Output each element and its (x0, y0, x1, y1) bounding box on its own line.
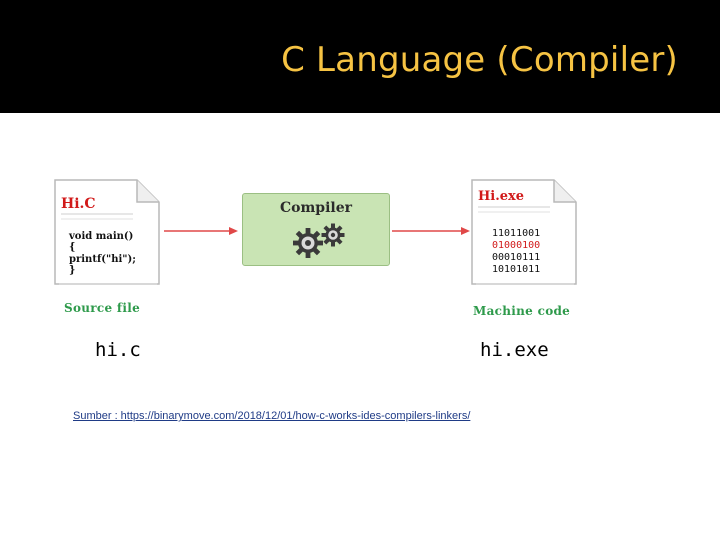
source-file-icon: Hi.C void main() { printf("hi"); } (54, 179, 160, 285)
code-line: printf("hi"); (69, 254, 136, 265)
code-line: { (69, 242, 75, 253)
compiler-box: Compiler (242, 193, 390, 266)
code-line: } (69, 265, 75, 276)
source-file-caption: Source file (64, 301, 141, 315)
slide-title: C Language (Compiler) (281, 40, 678, 80)
arrow-compiler-to-machine (392, 227, 470, 235)
source-link[interactable]: Sumber : https://binarymove.com/2018/12/… (73, 410, 471, 422)
binary-line: 01000100 (492, 240, 540, 251)
machine-code-document: Hi.exe 11011001 01000100 00010111 101010… (470, 178, 580, 288)
gears-icon (293, 223, 345, 258)
binary-line: 11011001 (492, 228, 540, 239)
compiler-label: Compiler (279, 200, 352, 216)
arrow-source-to-compiler (164, 227, 238, 235)
machine-filename: Hi.exe (478, 189, 524, 204)
source-filename: Hi.C (61, 196, 96, 212)
code-line: void main() (68, 231, 133, 242)
machine-code-caption: Machine code (473, 304, 571, 318)
source-file-document: Hi.C void main() { printf("hi"); } (53, 178, 163, 288)
slide-header (0, 0, 720, 113)
binary-line: 00010111 (492, 252, 540, 263)
label-hi-exe: hi.exe (480, 339, 549, 361)
binary-line: 10101011 (492, 264, 540, 275)
machine-code-file-icon: Hi.exe 11011001 01000100 00010111 101010… (471, 179, 577, 285)
label-hi-c: hi.c (95, 339, 141, 361)
